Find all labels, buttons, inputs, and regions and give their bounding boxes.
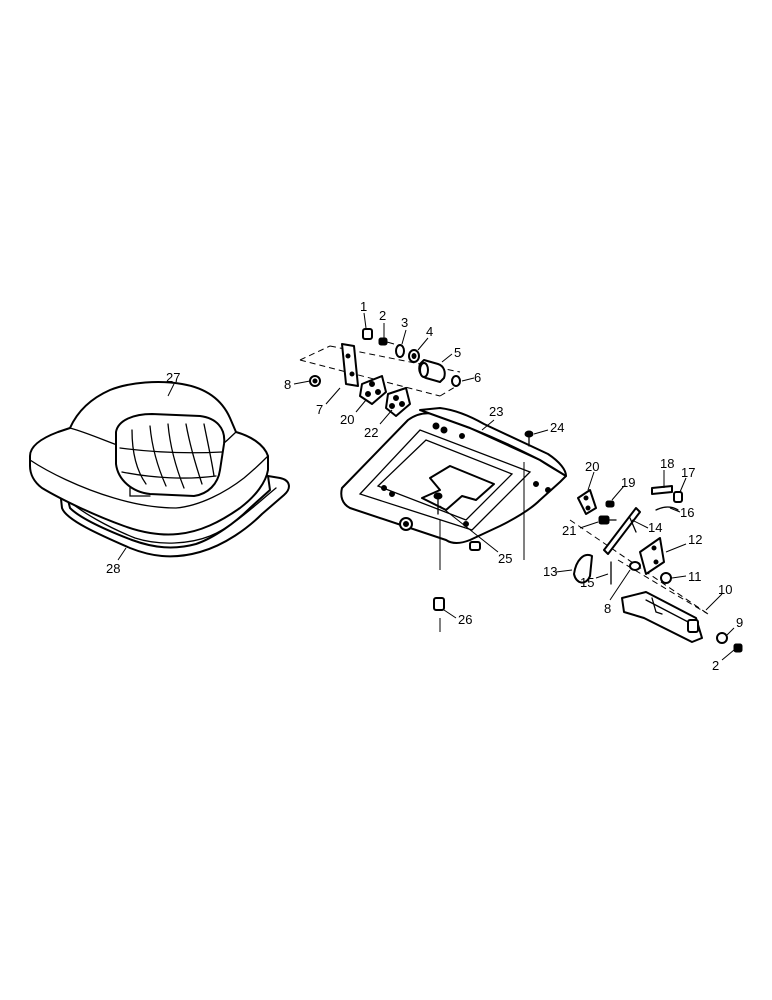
callout-7: 7 bbox=[316, 402, 323, 417]
callout-26: 26 bbox=[458, 612, 472, 627]
callout-1: 1 bbox=[360, 299, 367, 314]
callout-17: 17 bbox=[681, 465, 695, 480]
callout-18: 18 bbox=[660, 456, 674, 471]
callout-23: 23 bbox=[489, 404, 503, 419]
callout-20-right: 20 bbox=[585, 459, 599, 474]
callout-22: 22 bbox=[364, 425, 378, 440]
bolt-25 bbox=[433, 492, 443, 515]
callout-10: 10 bbox=[718, 582, 732, 597]
plate-20-right bbox=[577, 489, 597, 515]
callout-25: 25 bbox=[498, 551, 512, 566]
callout-2-bottom: 2 bbox=[712, 658, 719, 673]
callout-2-top: 2 bbox=[379, 308, 386, 323]
plate-20-left bbox=[359, 375, 387, 405]
callout-12: 12 bbox=[688, 532, 702, 547]
callout-8-right: 8 bbox=[604, 601, 611, 616]
nut-6 bbox=[451, 375, 461, 387]
callout-19: 19 bbox=[621, 475, 635, 490]
plate-22 bbox=[385, 387, 411, 417]
lever-14 bbox=[603, 507, 641, 555]
callout-13: 13 bbox=[543, 564, 557, 579]
bolt-2-top bbox=[378, 337, 395, 346]
nut-9 bbox=[716, 632, 728, 644]
callout-24: 24 bbox=[550, 420, 564, 435]
seat-frame-23 bbox=[340, 407, 567, 551]
washer-3 bbox=[395, 344, 405, 358]
callout-14: 14 bbox=[648, 520, 662, 535]
callout-20-left: 20 bbox=[340, 412, 354, 427]
bracket-12 bbox=[639, 537, 665, 575]
pin-19 bbox=[605, 500, 615, 508]
bushing-26 bbox=[433, 597, 445, 611]
bushing-1 bbox=[362, 328, 373, 340]
washer-11 bbox=[660, 572, 672, 584]
callout-9: 9 bbox=[736, 615, 743, 630]
spacer-5 bbox=[418, 359, 446, 383]
seat-cushion-27 bbox=[29, 381, 269, 536]
callout-11: 11 bbox=[688, 569, 702, 584]
callout-3: 3 bbox=[401, 315, 408, 330]
leader-lines bbox=[117, 312, 735, 661]
bolt-21 bbox=[598, 515, 617, 525]
callout-27: 27 bbox=[166, 370, 180, 385]
callout-21: 21 bbox=[562, 523, 576, 538]
callout-28: 28 bbox=[106, 561, 120, 576]
nut-17 bbox=[673, 491, 683, 503]
washer-4 bbox=[408, 349, 420, 363]
callout-5: 5 bbox=[454, 345, 461, 360]
cover-13 bbox=[573, 554, 593, 584]
callout-8-left: 8 bbox=[284, 377, 291, 392]
bolt-2-bottom bbox=[733, 643, 743, 653]
link-16 bbox=[655, 506, 679, 511]
rod-18 bbox=[651, 485, 673, 495]
nut-8-left bbox=[309, 375, 321, 387]
callout-6: 6 bbox=[474, 370, 481, 385]
bolt-24 bbox=[524, 430, 534, 447]
callout-16: 16 bbox=[680, 505, 694, 520]
callout-labels: 1 2 3 4 5 6 7 8 20 22 23 24 25 26 27 28 … bbox=[106, 299, 743, 673]
slide-10 bbox=[621, 591, 703, 643]
nut-8-right bbox=[629, 561, 641, 571]
bracket-7 bbox=[341, 343, 359, 387]
callout-15: 15 bbox=[580, 575, 594, 590]
callout-4: 4 bbox=[426, 324, 433, 339]
